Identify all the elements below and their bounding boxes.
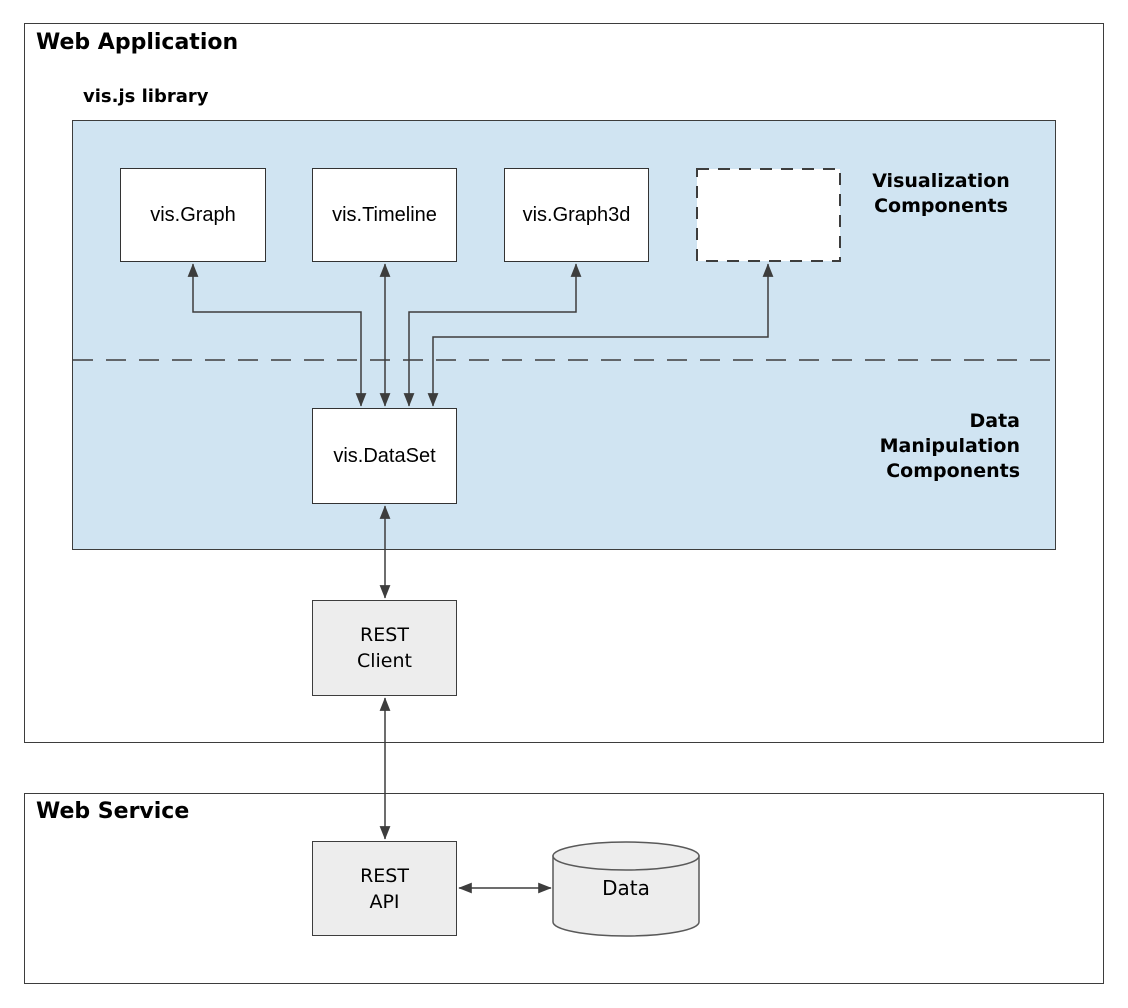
visualization-components-label: Visualization Components	[816, 169, 1066, 219]
data-manipulation-label-line2: Manipulation	[879, 435, 1020, 457]
data-store-label: Data	[602, 876, 650, 900]
node-vis-graph3d: vis.Graph3d	[504, 168, 649, 262]
node-rest-client: REST Client	[312, 600, 457, 696]
visualization-components-label-line2: Components	[874, 195, 1008, 217]
visualization-components-label-line1: Visualization	[872, 170, 1010, 192]
node-more-components: ...	[760, 203, 777, 226]
rest-client-label-line2: Client	[356, 650, 412, 672]
rest-client-label-line1: REST	[360, 624, 409, 646]
rest-api-label-line1: REST	[360, 864, 409, 887]
rest-api-label-line2: API	[369, 890, 400, 913]
node-vis-graph: vis.Graph	[120, 168, 266, 262]
node-vis-timeline: vis.Timeline	[312, 168, 457, 262]
visjs-library-title: vis.js library	[83, 86, 209, 107]
web-service-title: Web Service	[36, 799, 190, 824]
node-rest-api: REST API	[312, 841, 457, 936]
node-vis-dataset: vis.DataSet	[312, 408, 457, 504]
data-manipulation-label-line3: Components	[886, 460, 1020, 482]
data-manipulation-components-label: Data Manipulation Components	[820, 409, 1020, 484]
web-application-title: Web Application	[36, 30, 239, 55]
data-manipulation-label-line1: Data	[969, 410, 1021, 432]
